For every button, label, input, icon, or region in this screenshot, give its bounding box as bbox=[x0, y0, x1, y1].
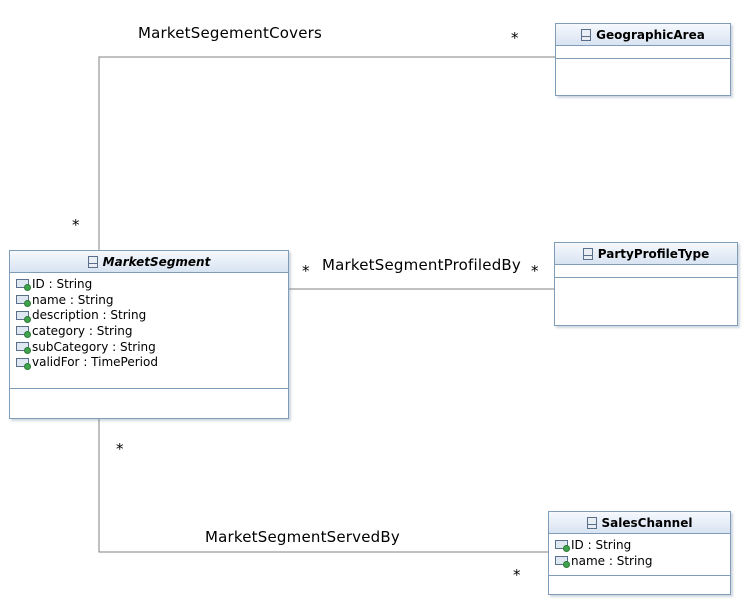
attribute-row[interactable]: description : String bbox=[16, 307, 288, 323]
class-name: SalesChannel bbox=[601, 515, 693, 530]
attribute-icon bbox=[555, 540, 570, 553]
class-header: PartyProfileType bbox=[555, 243, 737, 265]
attribute-list: ID : String name : String description : … bbox=[10, 273, 288, 370]
served-by-target-multiplicity: * bbox=[513, 566, 521, 584]
class-name: GeographicArea bbox=[596, 27, 705, 42]
attribute-row[interactable]: ID : String bbox=[555, 537, 730, 553]
attribute-row[interactable]: name : String bbox=[16, 292, 288, 308]
served-by-label[interactable]: MarketSegmentServedBy bbox=[205, 528, 400, 546]
class-icon bbox=[581, 28, 592, 41]
attribute-name: name bbox=[571, 553, 606, 568]
profiled-by-source-multiplicity: * bbox=[302, 262, 310, 280]
attribute-row[interactable]: name : String bbox=[555, 553, 730, 569]
attribute-icon bbox=[16, 310, 31, 323]
class-name: MarketSegment bbox=[102, 254, 211, 269]
class-geographic-area[interactable]: GeographicArea bbox=[555, 23, 731, 96]
attribute-type: String bbox=[56, 276, 93, 291]
compartment-divider bbox=[10, 388, 288, 389]
compartment-divider bbox=[556, 58, 730, 59]
served-by-connector bbox=[98, 419, 548, 553]
attribute-row[interactable]: validFor : TimePeriod bbox=[16, 354, 288, 370]
attribute-icon bbox=[16, 357, 31, 370]
attribute-list: ID : String name : String bbox=[549, 534, 730, 569]
attribute-name: subCategory bbox=[32, 339, 109, 354]
attribute-type: TimePeriod bbox=[91, 355, 158, 370]
attribute-type: String bbox=[77, 292, 114, 307]
attribute-row[interactable]: subCategory : String bbox=[16, 339, 288, 355]
class-header: MarketSegment bbox=[10, 251, 288, 273]
covers-connector bbox=[98, 56, 555, 250]
class-icon bbox=[586, 516, 597, 529]
compartment-divider bbox=[549, 575, 730, 576]
covers-label[interactable]: MarketSegementCovers bbox=[138, 24, 323, 42]
class-header: GeographicArea bbox=[556, 24, 730, 46]
class-market-segment[interactable]: MarketSegment ID : String name : String … bbox=[9, 250, 289, 419]
attribute-icon bbox=[16, 342, 31, 355]
attribute-icon bbox=[16, 326, 31, 339]
class-party-profile-type[interactable]: PartyProfileType bbox=[554, 242, 738, 326]
compartment-divider bbox=[555, 277, 737, 278]
attribute-icon bbox=[16, 295, 31, 308]
attribute-name: validFor bbox=[32, 355, 80, 370]
attribute-icon bbox=[16, 279, 31, 292]
class-icon bbox=[87, 255, 98, 268]
attribute-row[interactable]: category : String bbox=[16, 323, 288, 339]
attribute-type: String bbox=[96, 323, 133, 338]
covers-source-multiplicity: * bbox=[72, 216, 80, 234]
class-icon bbox=[582, 247, 593, 260]
served-by-source-multiplicity: * bbox=[116, 440, 124, 458]
attribute-type: String bbox=[616, 553, 653, 568]
attribute-name: name bbox=[32, 292, 67, 307]
profiled-by-target-multiplicity: * bbox=[531, 262, 539, 280]
class-sales-channel[interactable]: SalesChannel ID : String name : String bbox=[548, 511, 731, 595]
attribute-type: String bbox=[595, 537, 632, 552]
profiled-by-label[interactable]: MarketSegmentProfiledBy bbox=[322, 256, 521, 274]
attribute-name: ID bbox=[571, 537, 584, 552]
covers-target-multiplicity: * bbox=[511, 29, 519, 47]
attribute-icon bbox=[555, 556, 570, 569]
attribute-type: String bbox=[110, 308, 147, 323]
attribute-name: ID bbox=[32, 276, 45, 291]
attribute-name: description bbox=[32, 308, 99, 323]
class-name: PartyProfileType bbox=[597, 246, 710, 261]
class-header: SalesChannel bbox=[549, 512, 730, 534]
attribute-type: String bbox=[119, 339, 156, 354]
attribute-name: category bbox=[32, 323, 86, 338]
attribute-row[interactable]: ID : String bbox=[16, 276, 288, 292]
